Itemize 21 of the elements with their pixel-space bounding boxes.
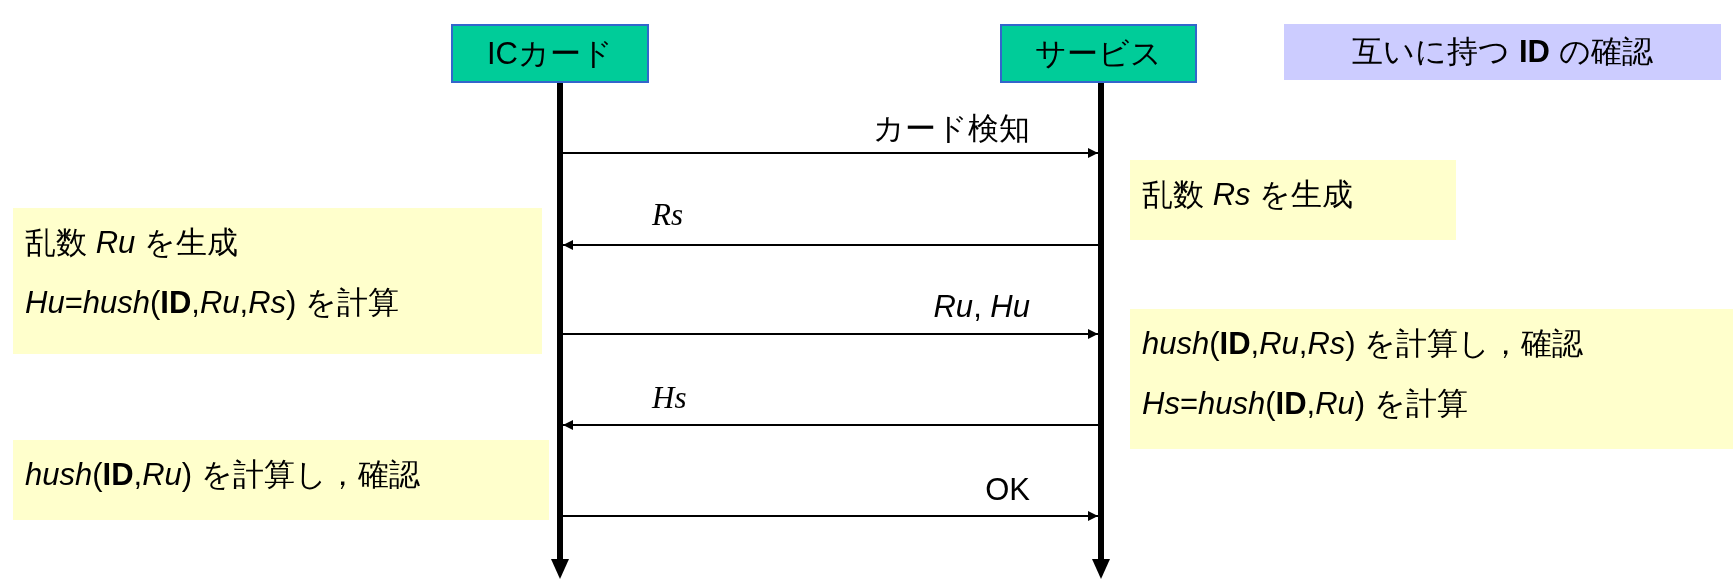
note-text: Hu=hush(ID,Ru,Rs) を計算 (25, 284, 401, 322)
lifeline-connector (1098, 83, 1104, 91)
message-arrow (562, 420, 1099, 430)
participant-box: サービス (1000, 24, 1197, 83)
title: 互いに持つ ID の確認 (1352, 34, 1653, 69)
note-box (13, 208, 542, 354)
note-text: 乱数 Ru を生成 (25, 224, 239, 262)
message-arrow (562, 148, 1099, 158)
message-arrow (562, 329, 1099, 339)
note-text: 乱数 Rs を生成 (1142, 176, 1355, 214)
note-text: hush(ID,Ru) を計算し，確認 (25, 456, 421, 494)
note-text: Hs=hush(ID,Ru) を計算 (1142, 385, 1469, 423)
participant-box: ICカード (451, 24, 649, 83)
note-box (1130, 160, 1456, 240)
edge-label: カード検知 (873, 112, 1030, 146)
note-box (13, 440, 549, 520)
lifeline-connector (557, 83, 563, 91)
message-arrow (562, 240, 1099, 250)
message-arrow (562, 511, 1099, 521)
note-text: hush(ID,Ru,Rs) を計算し，確認 (1142, 325, 1585, 363)
note-box (1130, 309, 1733, 449)
